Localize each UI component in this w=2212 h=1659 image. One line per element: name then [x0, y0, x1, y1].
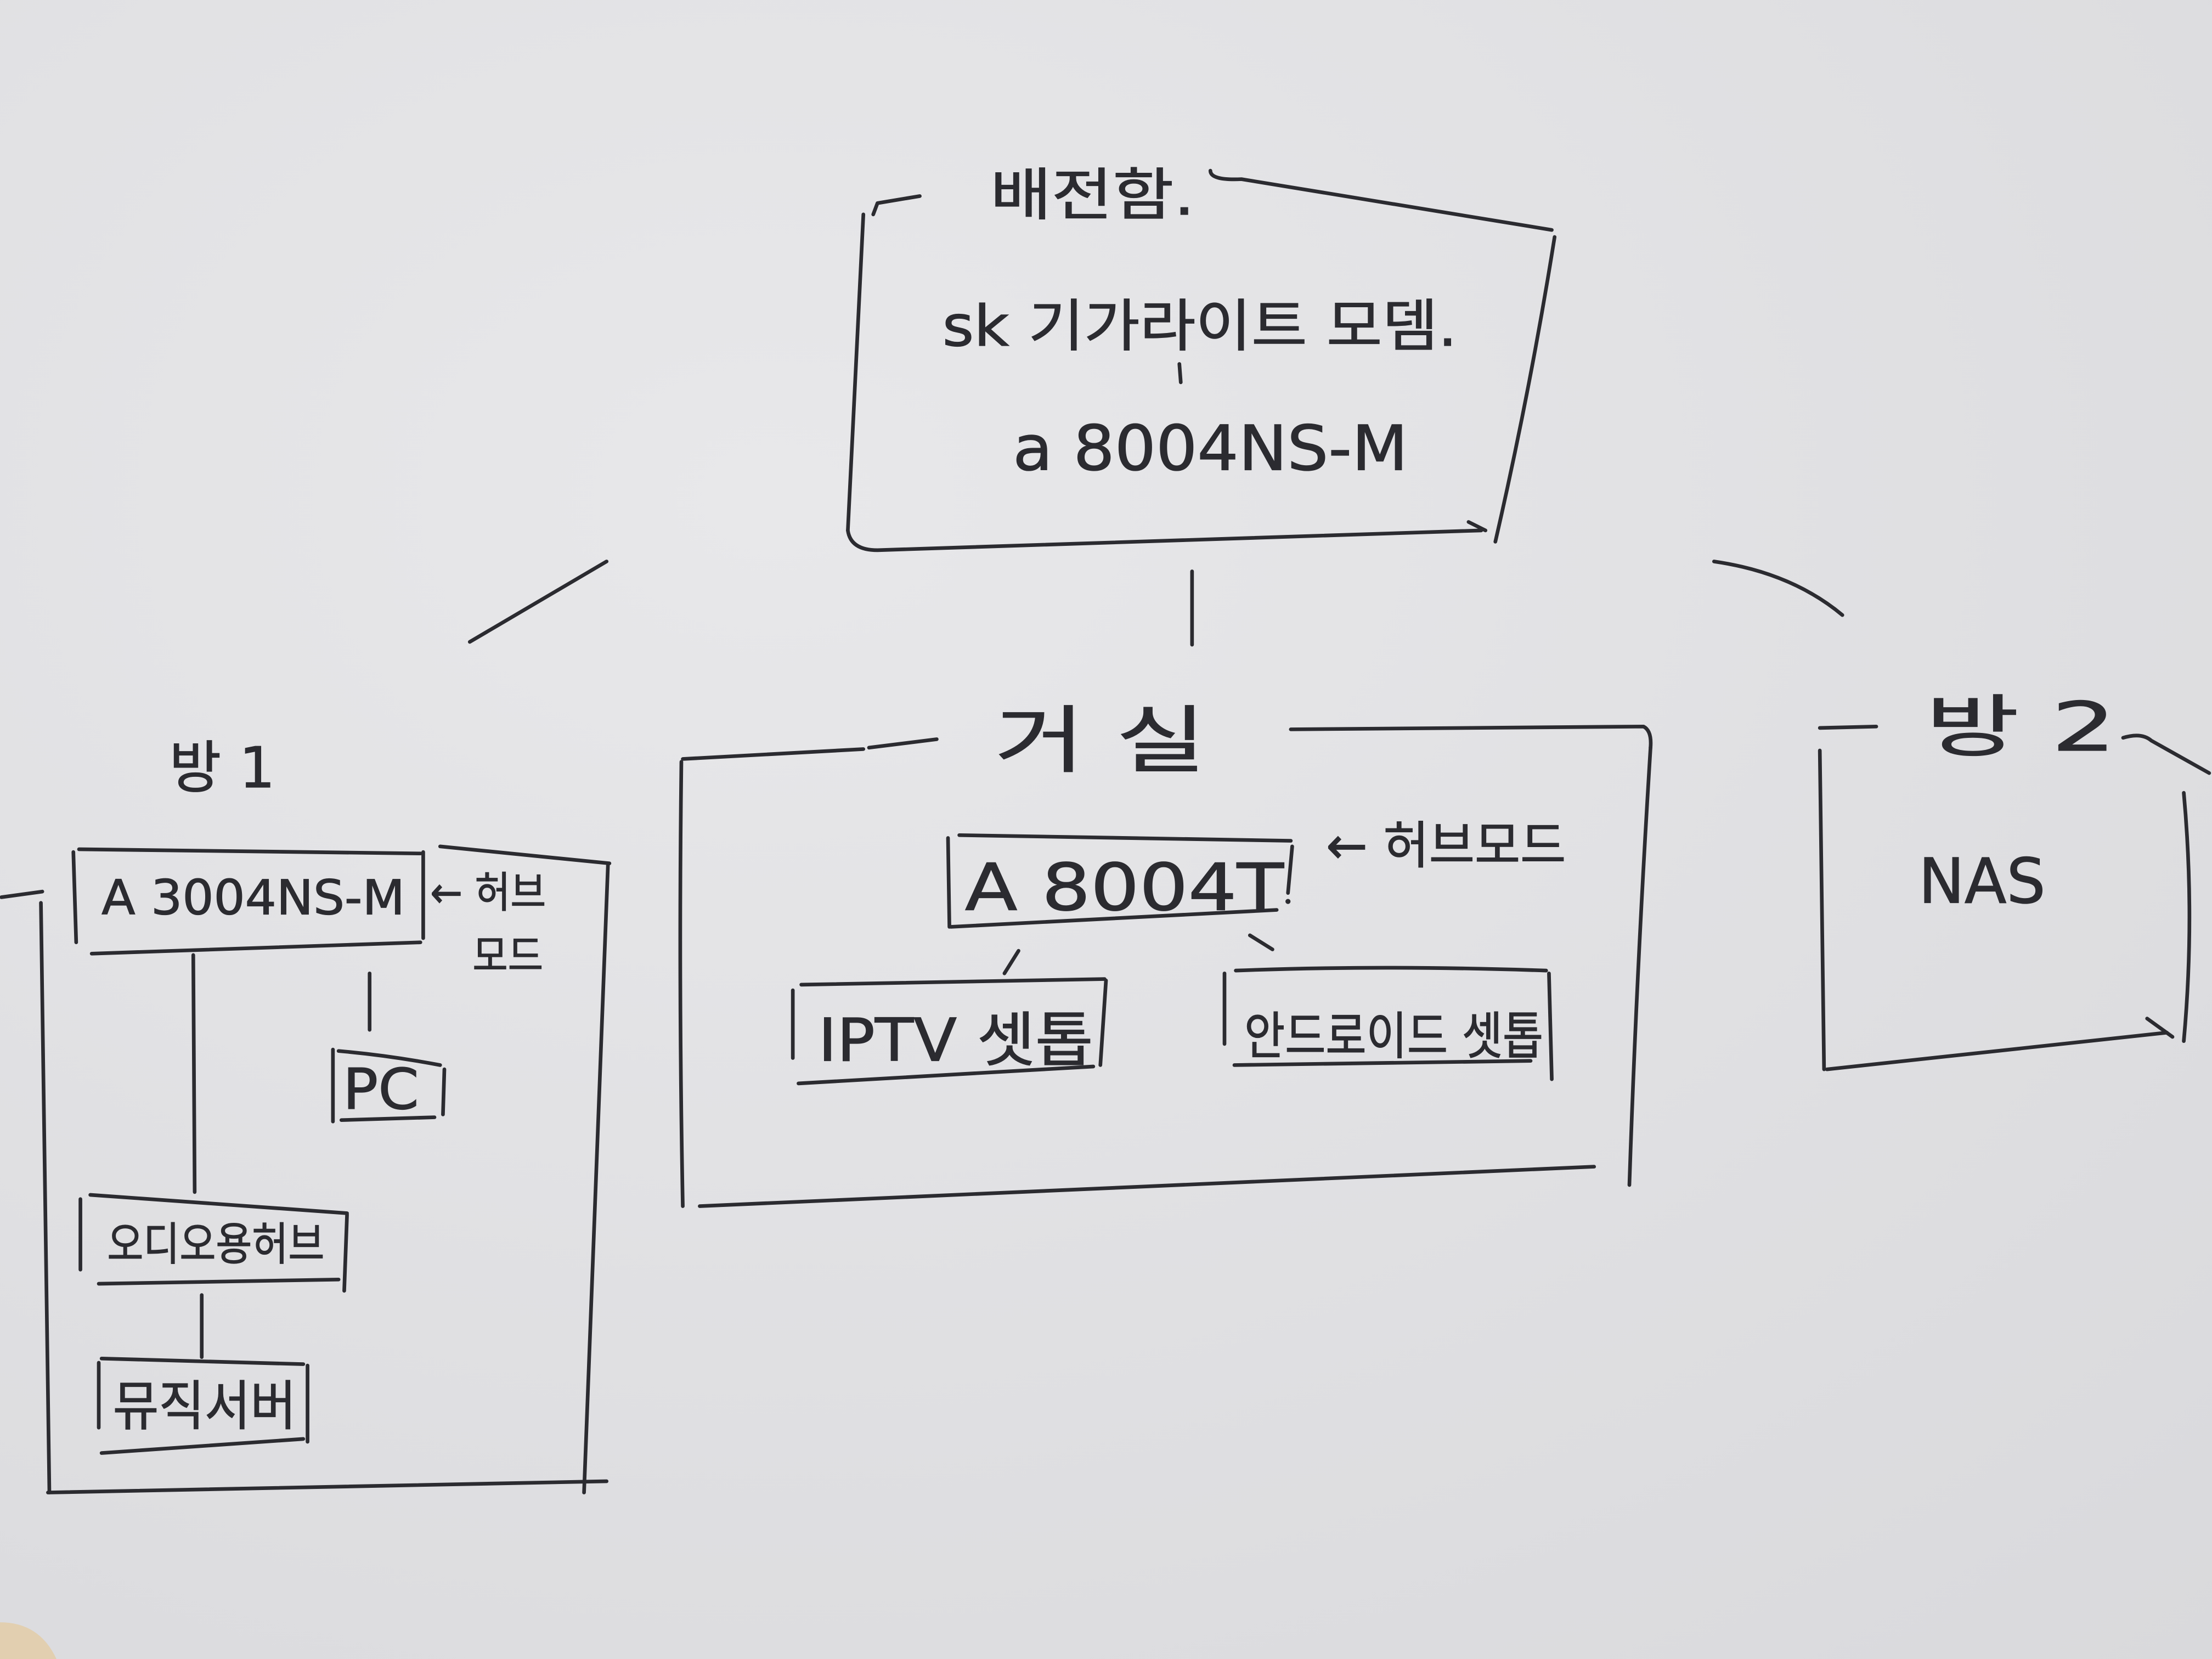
box-edge-left [678, 760, 685, 1208]
room1-router-note-line1: ← 허브 [430, 868, 546, 917]
box-edge-top-left [681, 737, 939, 761]
pc-box: PC [331, 1047, 447, 1124]
box-edge-right [2182, 791, 2192, 1043]
box-edge-top-left [1818, 724, 1878, 730]
android-settop-label: 안드로이드 셋톱 [1244, 1007, 1543, 1066]
box-edge-top [99, 1356, 306, 1366]
audio-hub-box: 오디오용허브 [78, 1193, 349, 1293]
box-edge-bottom [89, 940, 422, 956]
living-room-router-label: A 8004T [965, 850, 1284, 926]
android-settop-box: 안드로이드 셋톱 [1222, 966, 1554, 1081]
link-to-android-settop [1248, 933, 1274, 951]
room1-router-note-line2: 모드 [472, 932, 543, 981]
living-room-router-note: ← 허브모드 [1326, 816, 1566, 876]
box-edge-bottom [97, 1277, 341, 1286]
box-edge-right [1493, 235, 1557, 544]
box-edge-bottom [46, 1479, 609, 1494]
nas-label: NAS [1918, 845, 2045, 918]
room1-label: 방 1 [170, 736, 275, 801]
box-edge-right [1286, 844, 1294, 895]
living-room-label: 거 실 [995, 698, 1206, 783]
link-router-to-audio-hub [191, 953, 197, 1194]
box-corner-top-left [871, 194, 922, 217]
room2-box: 방 2 NAS [1818, 687, 2211, 1071]
living-room-box: 거 실 A 8004T ← 허브모드 IPTV 셋톱 [678, 698, 1653, 1208]
box-edge-top [957, 833, 1293, 843]
distribution-box: 배전함. sk 기가라이트 모뎀. a 8004NS-M [846, 162, 1557, 552]
box-edge-right [1547, 971, 1554, 1081]
box-corner-hook [2145, 1017, 2175, 1039]
box-edge-top-right [1289, 724, 1653, 750]
box-edge-top [88, 1193, 349, 1215]
box-corner-dot [1285, 899, 1291, 904]
box-edge-left [71, 850, 78, 945]
music-server-label: 뮤직서버 [113, 1375, 296, 1438]
box-edge-left [946, 836, 951, 929]
box-edge-bottom [99, 1437, 306, 1455]
main-router-label: a 8004NS-M [1013, 412, 1408, 484]
box-edge-top [799, 977, 1107, 987]
box-stub-left [0, 889, 44, 899]
living-room-router-box: A 8004T [946, 833, 1294, 929]
distribution-box-title: 배전함. [990, 163, 1195, 228]
table-edge-corner [0, 1622, 57, 1659]
box-edge-right [441, 1067, 447, 1116]
box-edge-bottom [846, 520, 1488, 552]
box-edge-right [582, 861, 610, 1494]
room2-label: 방 2 [1926, 688, 2116, 767]
link-to-room2 [1712, 560, 1844, 617]
box-edge-top [1208, 168, 1554, 232]
room1-box: 방 1 A 3004NS-M ← 허브 모드 PC [0, 735, 612, 1494]
box-edge-bottom [1825, 1030, 2169, 1071]
audio-hub-label: 오디오용허브 [107, 1218, 324, 1271]
box-edge-top-right [2121, 733, 2211, 775]
box-edge-top-right [438, 844, 612, 866]
modem-label: sk 기가라이트 모뎀. [943, 294, 1458, 359]
box-edge-bottom [949, 908, 1279, 929]
music-server-box: 뮤직서버 [97, 1356, 309, 1455]
pc-label: PC [343, 1057, 419, 1122]
box-edge-right [1098, 978, 1108, 1067]
box-edge-bottom [797, 1064, 1096, 1086]
box-edge-left [846, 212, 866, 533]
modem-router-link [1177, 362, 1183, 385]
box-edge-top [336, 1049, 442, 1067]
box-edge-top [1234, 966, 1548, 973]
box-edge-bottom [339, 1115, 437, 1122]
box-edge-top [77, 847, 422, 856]
box-edge-bottom [698, 1165, 1596, 1208]
box-edge-left [1818, 748, 1826, 1071]
box-edge-bottom [1232, 1059, 1533, 1067]
box-edge-left [39, 901, 52, 1494]
box-edge-right [1627, 746, 1652, 1187]
link-to-iptv-settop [1002, 949, 1020, 975]
room1-router-label: A 3004NS-M [101, 870, 405, 926]
box-edge-right [342, 1212, 349, 1293]
iptv-settop-box: IPTV 셋톱 [791, 977, 1108, 1086]
link-to-room1 [467, 560, 609, 644]
room1-router-box: A 3004NS-M [71, 847, 425, 956]
iptv-settop-label: IPTV 셋톱 [818, 1007, 1093, 1075]
